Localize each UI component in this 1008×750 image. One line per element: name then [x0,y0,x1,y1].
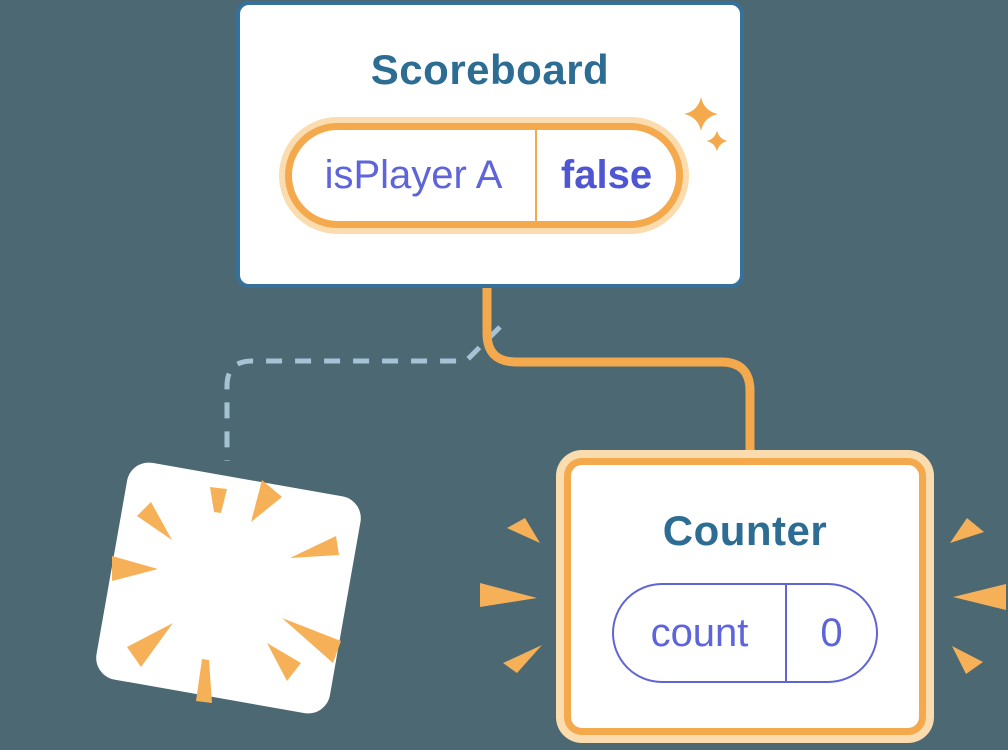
counter-card: Counter count 0 [564,458,926,735]
poof-card [92,459,365,717]
scoreboard-card: Scoreboard isPlayer A false [236,1,744,288]
state-key-cell: count [614,585,785,681]
state-value-label: false [560,153,653,197]
scoreboard-state-pill: isPlayer A false [285,123,683,228]
pill-divider [785,585,787,681]
state-key-label: isPlayer A [324,153,503,197]
state-key-cell: isPlayer A [292,130,535,221]
scoreboard-title: Scoreboard [370,46,610,93]
counter-state-pill: count 0 [612,583,878,683]
dashed-elbow-connector [224,325,502,461]
state-value-cell: 0 [787,585,876,681]
pill-divider [535,130,537,221]
state-key-label: count [650,610,749,655]
state-value-label: 0 [820,610,843,655]
emphasis-marks-icon [480,518,542,673]
solid-elbow-connector [482,283,755,456]
state-value-cell: false [537,130,676,221]
counter-title: Counter [662,507,828,554]
emphasis-marks-icon [950,518,1006,674]
